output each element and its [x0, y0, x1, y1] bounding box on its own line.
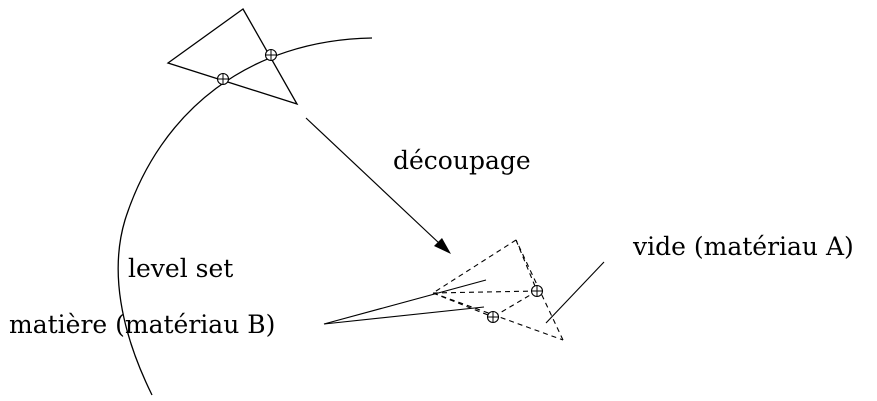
level-set-curve: [117, 37, 373, 396]
cut-arrow-line: [305, 117, 441, 245]
circled-plus-icon: [264, 48, 278, 62]
original-triangle: [166, 8, 299, 106]
matiere-leader-line-lower: [323, 306, 485, 325]
matiere-leader-line-upper: [323, 279, 487, 325]
decoupage-label: découpage: [393, 146, 531, 175]
vide-label: vide (matériau A): [632, 232, 854, 261]
circled-plus-icon: [216, 72, 230, 86]
circled-plus-icon: [486, 310, 500, 324]
cut-arrow-head: [434, 238, 451, 254]
level-set-label: level set: [128, 254, 233, 283]
matiere-label: matière (matériau B): [9, 310, 275, 339]
circled-plus-icon: [530, 284, 544, 298]
cut-triangle: [432, 239, 564, 341]
vide-leader-line: [545, 261, 605, 324]
